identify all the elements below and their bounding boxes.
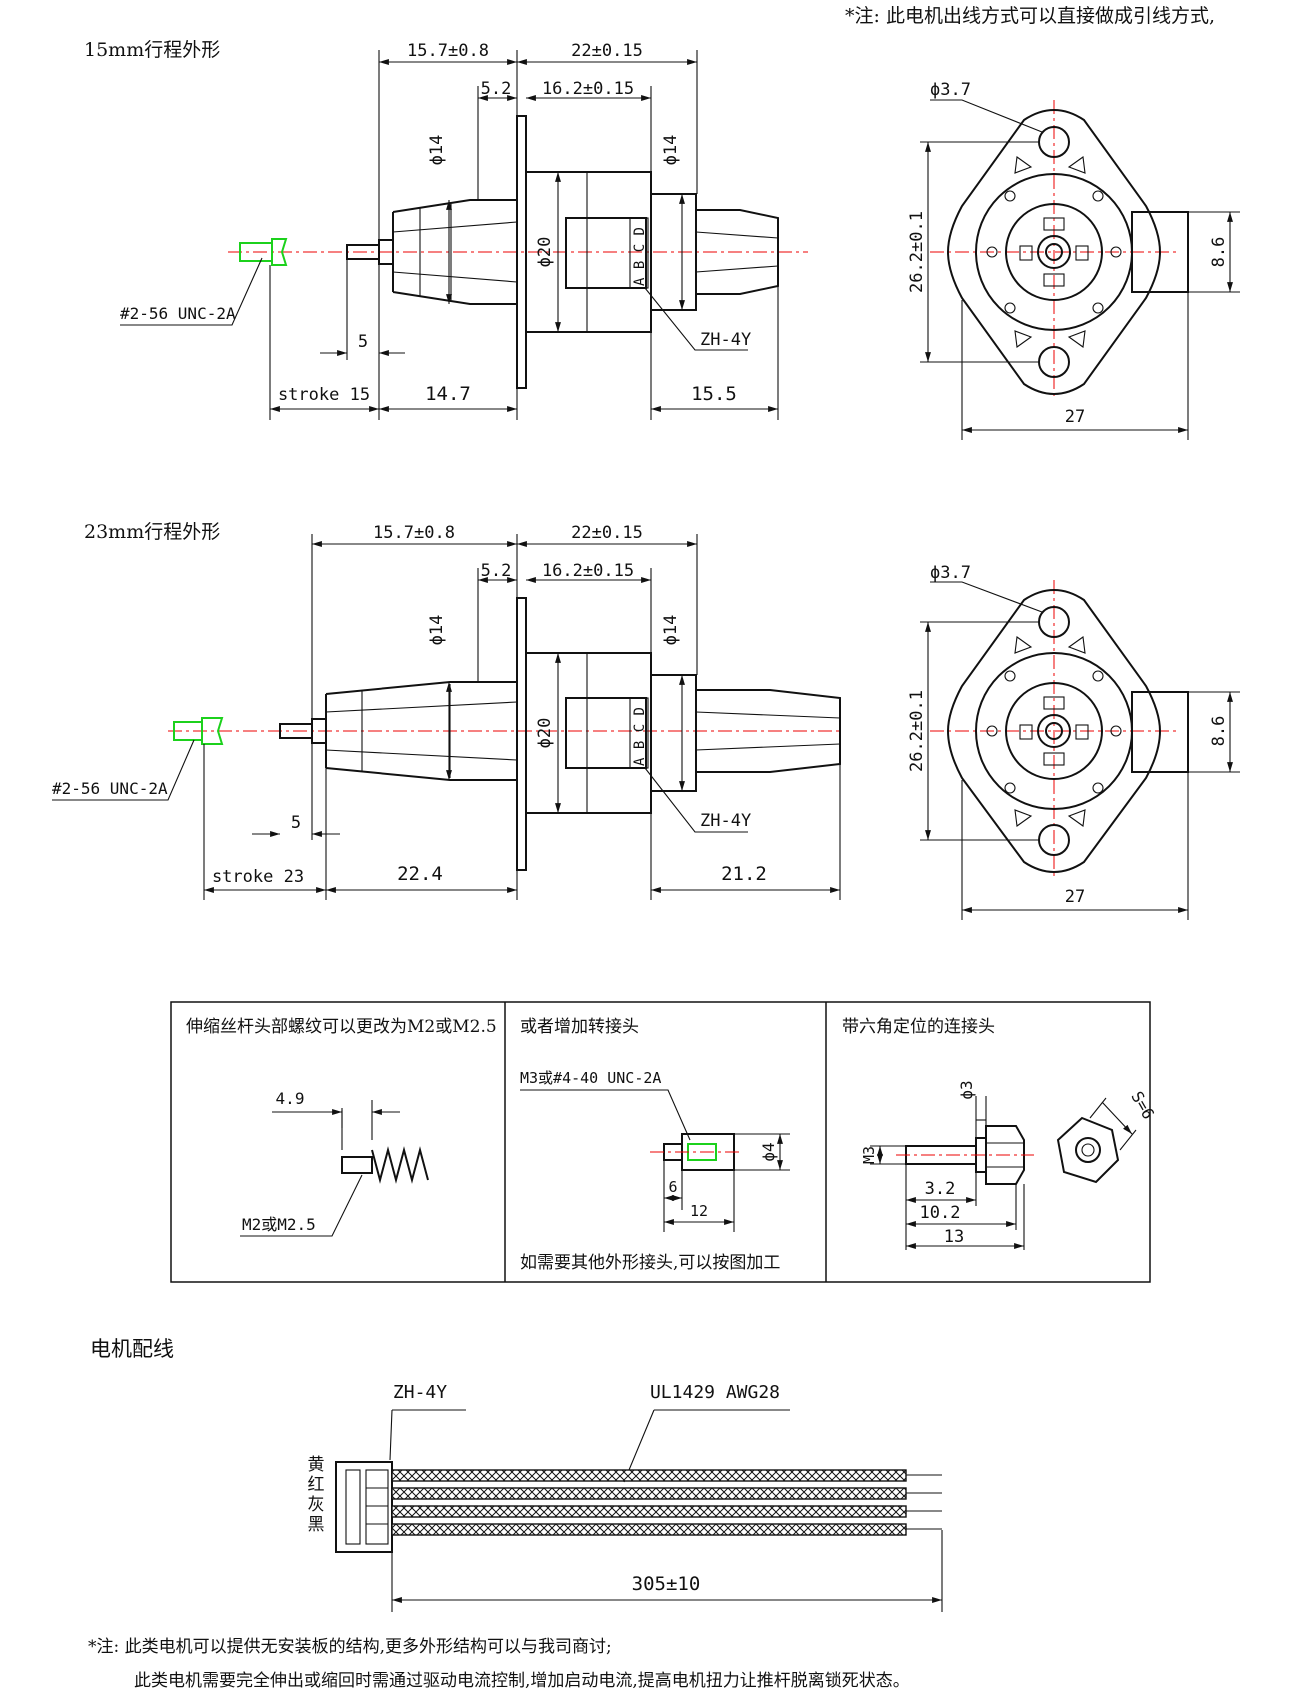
view-23mm: 23mm行程外形 A B C D [52,521,1240,920]
option-label: M2或M2.5 [242,1215,316,1234]
right-collar [650,193,697,311]
dim-flange-dia: ϕ20 [535,237,555,268]
option-dia: ϕ4 [759,1142,778,1161]
flange-plate [516,597,527,871]
height-dim: 26.2±0.1 [907,690,927,772]
boss-dim: 8.6 [1209,716,1229,747]
thread-label: #2-56 UNC-2A [52,779,168,798]
options-table: 伸缩丝杆头部螺纹可以更改为M2或M2.5 4.9 M2或M2.5 或者增加转接头… [170,1001,1158,1283]
pin-labels: A B C D [632,227,648,286]
dim-body-width: 16.2±0.15 [542,79,634,99]
dim-right-dia: ϕ14 [661,135,681,166]
hex-nut-front [1056,1116,1120,1184]
dim-stroke: stroke 23 [212,867,304,887]
option-s: S=6 [1127,1088,1158,1123]
right-housing [696,209,779,295]
dim-tip: 5 [358,332,368,352]
option-thread: M3或#4-40 UNC-2A [520,1069,661,1087]
wire-color: 黄 [308,1455,325,1475]
mount-flange-outline [946,589,1162,873]
dim-flange-dia: ϕ20 [535,718,555,749]
dim-right-length: 21.2 [721,863,767,885]
dim-right-dia: ϕ14 [661,615,681,646]
top-note: *注: 此电机出线方式可以直接做成引线方式, [845,5,1215,27]
lead-screw-tip [341,1156,373,1174]
dim-overall-left: 15.7±0.8 [407,41,489,61]
wiring-cable-label: UL1429 AWG28 [650,1382,780,1403]
dim-flange-width: 5.2 [481,79,512,99]
option-m3: M3 [860,1146,878,1164]
option-dim-12: 12 [690,1202,708,1220]
width-dim: 27 [1065,407,1085,427]
wire [391,1487,907,1500]
option-title: 或者增加转接头 [520,1017,639,1037]
connector-block [565,697,647,769]
dim-right-length: 15.5 [691,383,737,405]
dim-overall-right: 22±0.15 [571,41,643,61]
hole-dia: ϕ3.7 [930,563,971,583]
mount-flange-outline [946,109,1162,395]
option-dim-32: 3.2 [925,1179,956,1199]
connector-label: ZH-4Y [700,330,751,350]
wire-length: 305±10 [632,1573,701,1595]
wire-bundle [391,1469,942,1536]
cable-boss [1131,691,1189,773]
wiring-section: 电机配线 ZH-4Y UL1429 AWG28 黄 红 灰 黑 [90,1337,943,1612]
boss-dim: 8.6 [1209,237,1229,268]
dim-left-dia: ϕ14 [427,615,447,646]
view-title: 15mm行程外形 [84,39,220,61]
note-line-1: *注: 此类电机可以提供无安装板的结构,更多外形结构可以与我司商讨; [88,1637,612,1657]
dim-left-length: 14.7 [425,383,471,405]
option-dim: 4.9 [276,1089,305,1108]
wire-color: 灰 [308,1495,325,1515]
option-title: 带六角定位的连接头 [842,1017,995,1037]
dim-left-length: 22.4 [397,863,443,885]
view-title: 23mm行程外形 [84,521,220,543]
dim-flange-width: 5.2 [481,561,512,581]
dim-body-width: 16.2±0.15 [542,561,634,581]
dim-tip: 5 [291,813,301,833]
option-title: 伸缩丝杆头部螺纹可以更改为M2或M2.5 [186,1017,497,1037]
option-phi3: ϕ3 [957,1080,976,1099]
wire [391,1469,907,1482]
wire-color: 黑 [308,1515,325,1535]
dim-stroke: stroke 15 [278,385,370,405]
option-dim-13: 13 [944,1227,964,1247]
hex-nut-side [985,1125,1025,1185]
hole-dia: ϕ3.7 [930,80,971,100]
connector-block [565,217,647,289]
wiring-connector-label: ZH-4Y [393,1382,447,1403]
view-15mm: 15mm行程外形 A B C D [84,39,1240,440]
option-dim-102: 10.2 [920,1203,961,1223]
dim-overall-right: 22±0.15 [571,523,643,543]
side-view: ϕ3.7 26.2±0.1 8.6 27 [907,80,1240,440]
zh-connector-icon [335,1461,393,1553]
thread-end-icon [173,717,224,745]
dim-overall-left: 15.7±0.8 [373,523,455,543]
option-dim-6: 6 [668,1178,677,1196]
height-dim: 26.2±0.1 [907,211,927,293]
side-view: ϕ3.7 26.2±0.1 8.6 27 [907,563,1240,920]
cable-boss [1131,211,1189,293]
screw-spring-icon [371,1146,429,1184]
width-dim: 27 [1065,887,1085,907]
thread-label: #2-56 UNC-2A [120,304,236,323]
wiring-title: 电机配线 [90,1337,174,1361]
wire [391,1523,907,1536]
note-line-2: 此类电机需要完全伸出或缩回时需通过驱动电流控制,增加启动电流,提高电机扭力让推杆… [134,1671,910,1691]
connector-label: ZH-4Y [700,811,751,831]
wire [391,1505,907,1518]
right-housing [696,689,841,773]
pin-labels: A B C D [632,707,648,766]
option-footer: 如需要其他外形接头,可以按图加工 [520,1253,780,1273]
right-collar [650,674,697,792]
thread-end-icon [239,238,288,266]
dim-left-dia: ϕ14 [427,135,447,166]
color-labels: 黄 红 灰 黑 [308,1455,325,1535]
wire-color: 红 [308,1475,325,1495]
